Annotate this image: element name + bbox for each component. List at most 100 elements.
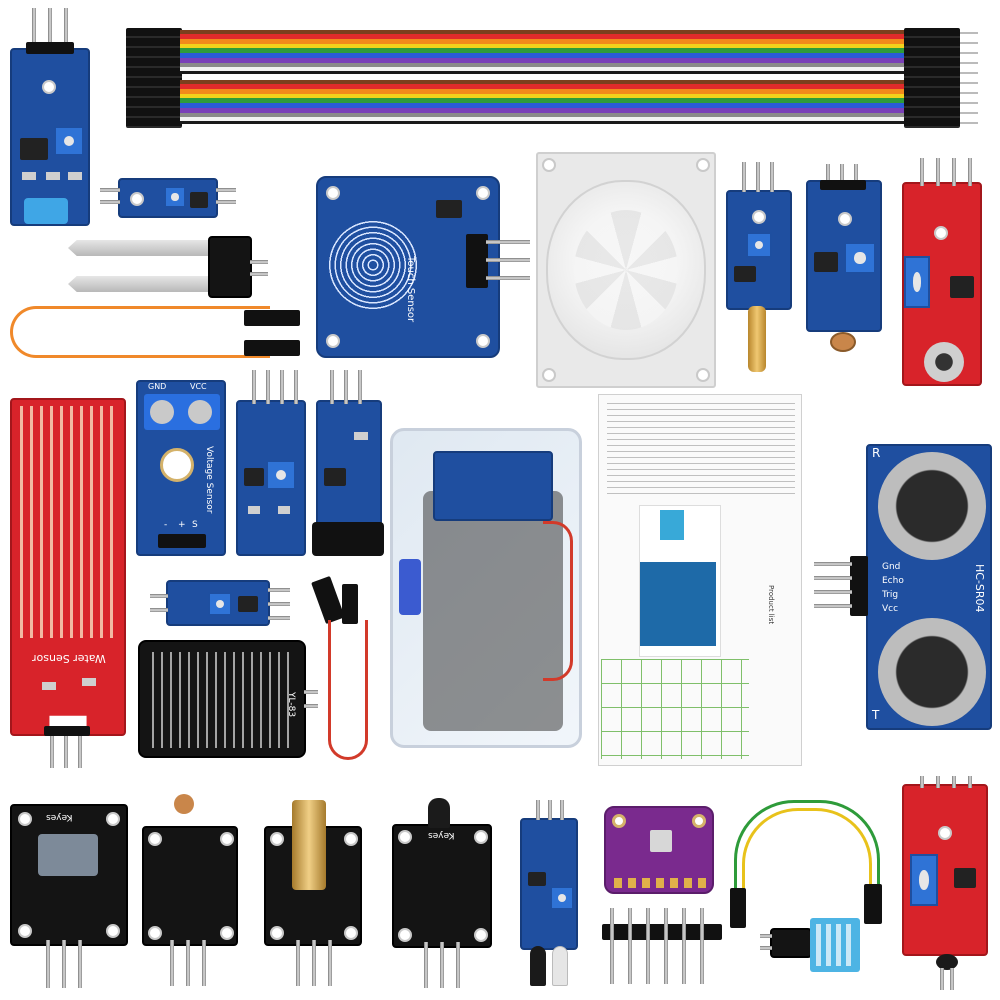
potentiometer xyxy=(550,886,574,910)
header-pin xyxy=(936,158,940,186)
tilt-switch-module xyxy=(726,190,792,310)
header-pin xyxy=(266,370,270,404)
header-pin xyxy=(486,258,530,262)
jumper-ribbon-cable xyxy=(120,24,980,132)
ir-led xyxy=(530,946,546,986)
mounting-hole xyxy=(220,926,234,940)
smd-component xyxy=(46,172,60,180)
header-pin xyxy=(770,162,774,192)
pin-label-plus: + xyxy=(178,520,186,530)
header-pin xyxy=(78,736,82,768)
mounting-hole xyxy=(106,812,120,826)
pin-header xyxy=(466,234,488,288)
header-pin xyxy=(760,934,772,938)
comparator-chip xyxy=(190,192,208,208)
header-pin xyxy=(64,736,68,768)
header-pin xyxy=(700,908,704,984)
lead-connector xyxy=(244,340,300,356)
rain-sensor-board: YL-83 xyxy=(138,640,306,758)
pin-pads xyxy=(614,878,708,888)
comparator-chip xyxy=(950,276,974,298)
comparator-chip xyxy=(238,596,258,612)
light-sensor-module xyxy=(806,180,882,332)
potentiometer xyxy=(746,232,772,258)
laser-diode xyxy=(292,800,326,890)
keyes-module-4: Keyes xyxy=(392,824,492,948)
header-pin xyxy=(840,164,844,184)
jumper-connector xyxy=(730,888,746,928)
header-pin xyxy=(312,940,316,986)
comparator-chip xyxy=(324,468,346,486)
boxed-module xyxy=(433,451,553,521)
smd-component xyxy=(354,432,368,440)
header-pin xyxy=(940,968,944,990)
ultrasonic-transducer-r xyxy=(878,452,986,560)
voltage-sensor-label: Voltage Sensor xyxy=(204,446,214,514)
header-pin xyxy=(100,200,120,204)
potentiometer xyxy=(910,854,938,906)
header-pin xyxy=(64,8,68,52)
rain-traces xyxy=(152,652,294,748)
terminal-vcc: VCC xyxy=(190,382,207,391)
probe-prong-bottom xyxy=(68,276,214,292)
comparator-chip xyxy=(814,252,838,272)
comparator-chip xyxy=(954,868,976,888)
manual-table xyxy=(601,659,749,759)
terminal-gnd: GND xyxy=(148,382,167,391)
box-latch xyxy=(399,559,421,615)
manual-heading: Product list xyxy=(767,585,775,625)
mounting-hole xyxy=(326,186,340,200)
smd-component xyxy=(248,506,260,514)
comparator-chip xyxy=(244,468,264,486)
mounting-hole xyxy=(612,814,626,828)
lead-connector xyxy=(244,310,300,326)
potentiometer xyxy=(904,256,930,308)
header-pin xyxy=(456,942,460,988)
manual-text-block xyxy=(607,403,795,499)
header-pin xyxy=(202,940,206,986)
header-pin xyxy=(294,370,298,404)
header-pin xyxy=(170,940,174,986)
microphone xyxy=(924,342,964,382)
ir-receiver xyxy=(312,522,384,556)
keyes-module-1: Keyes xyxy=(10,804,128,946)
dht11-board xyxy=(770,928,812,958)
rain-sensor-code: YL-83 xyxy=(286,692,296,718)
mounting-hole xyxy=(148,926,162,940)
pressure-sensor-module xyxy=(604,806,714,894)
mounting-hole xyxy=(344,832,358,846)
header-pin xyxy=(424,942,428,988)
mounting-hole xyxy=(270,832,284,846)
sensor-module-a xyxy=(236,400,306,556)
dht11-sensor xyxy=(810,918,860,972)
dht11-grille xyxy=(816,924,854,966)
ir-led xyxy=(552,946,568,986)
jumper-wire-green xyxy=(734,800,880,904)
flame-sensor-led xyxy=(936,954,958,970)
mounting-hole xyxy=(542,158,556,172)
sound-sensor-module xyxy=(902,182,982,386)
ir-obstacle-module xyxy=(520,818,578,950)
jumper-connector xyxy=(342,584,358,624)
header-pin xyxy=(536,800,540,820)
ultrasonic-pin-echo: Echo xyxy=(882,576,904,586)
comparator-chip xyxy=(20,138,48,160)
header-pin xyxy=(968,776,972,788)
ultrasonic-label-r: R xyxy=(872,446,881,460)
header-pin xyxy=(950,968,954,990)
ultrasonic-pin-vcc: Vcc xyxy=(882,604,899,614)
header-pin xyxy=(62,940,66,988)
header-pin xyxy=(100,188,120,192)
probe-board xyxy=(208,236,252,298)
keyes-module-2 xyxy=(142,826,238,946)
header-pin xyxy=(486,276,530,280)
mounting-hole xyxy=(692,814,706,828)
mounting-hole xyxy=(938,826,952,840)
header-pin xyxy=(358,370,362,404)
ultrasonic-model: HC-SR04 xyxy=(973,564,986,613)
header-pin xyxy=(952,776,956,788)
header-pin xyxy=(50,736,54,768)
pir-lens-facets xyxy=(574,210,678,330)
pin-header xyxy=(158,534,206,548)
mounting-hole xyxy=(838,212,852,226)
